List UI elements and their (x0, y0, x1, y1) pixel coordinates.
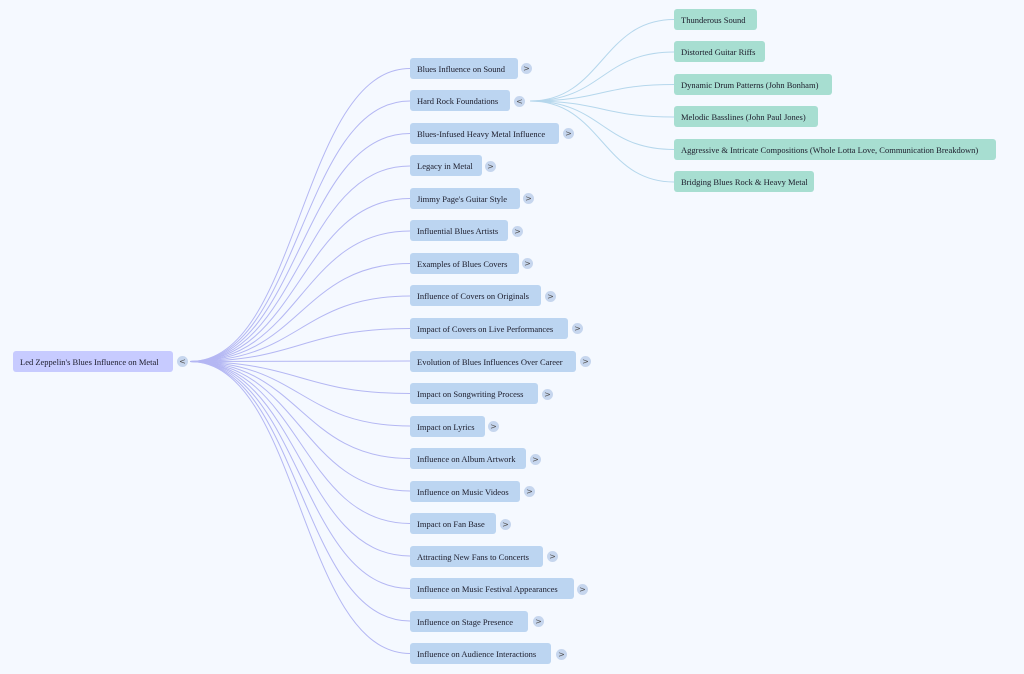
leaf-label: Bridging Blues Rock & Heavy Metal (681, 176, 808, 187)
leaf-link (529, 51, 675, 102)
branch-label: Influential Blues Artists (417, 225, 499, 236)
branch-node-attracting-new-fans-to-concerts[interactable]: Attracting New Fans to Concerts (410, 546, 543, 567)
branch-label: Influence on Stage Presence (417, 616, 514, 627)
root-link (189, 133, 411, 362)
root-link (189, 361, 411, 394)
root-link (189, 361, 411, 524)
leaf-node-dynamic-drum-patterns[interactable]: Dynamic Drum Patterns (John Bonham) (674, 74, 832, 95)
branch-node-blues-influence-on-sound[interactable]: Blues Influence on Sound (410, 58, 518, 79)
root-collapse-toggle[interactable]: < (177, 356, 188, 367)
branch-node-impact-of-covers-on-live-performances[interactable]: Impact of Covers on Live Performances (410, 318, 568, 339)
branch-node-blues-infused-heavy-metal-influence[interactable]: Blues-Infused Heavy Metal Influence (410, 123, 559, 144)
expand-toggle[interactable]: > (530, 454, 541, 465)
branch-label: Impact on Songwriting Process (417, 388, 524, 399)
branch-label: Influence on Album Artwork (417, 453, 516, 464)
branch-node-influence-on-stage-presence[interactable]: Influence on Stage Presence (410, 611, 528, 632)
branch-node-influential-blues-artists[interactable]: Influential Blues Artists (410, 220, 508, 241)
branch-label: Impact on Fan Base (417, 518, 485, 529)
branch-node-examples-of-blues-covers[interactable]: Examples of Blues Covers (410, 253, 519, 274)
root-link (189, 361, 411, 427)
branch-node-evolution-of-blues-influences-over-career[interactable]: Evolution of Blues Influences Over Caree… (410, 351, 576, 372)
root-link (189, 263, 411, 362)
leaf-label: Thunderous Sound (681, 14, 746, 25)
expand-toggle[interactable]: > (521, 63, 532, 74)
root-link (189, 361, 411, 557)
root-link (189, 230, 411, 362)
root-link (189, 361, 411, 622)
root-link (189, 165, 411, 362)
branch-label: Influence on Audience Interactions (417, 648, 537, 659)
root-node[interactable]: Led Zeppelin's Blues Influence on Metal (13, 351, 173, 372)
expand-toggle[interactable]: > (523, 193, 534, 204)
root-link (189, 361, 411, 589)
root-label: Led Zeppelin's Blues Influence on Metal (20, 356, 159, 367)
expand-toggle[interactable]: > (533, 616, 544, 627)
branch-label: Blues Influence on Sound (417, 63, 506, 74)
branch-label: Influence of Covers on Originals (417, 290, 529, 301)
expand-toggle[interactable]: > (524, 486, 535, 497)
branch-label: Influence on Music Videos (417, 486, 509, 497)
branch-label: Jimmy Page's Guitar Style (417, 193, 508, 204)
expand-toggle[interactable]: > (580, 356, 591, 367)
leaf-link (529, 84, 675, 102)
leaf-link (529, 100, 675, 183)
branch-label: Examples of Blues Covers (417, 258, 508, 269)
branch-label: Blues-Infused Heavy Metal Influence (417, 128, 546, 139)
expand-toggle[interactable]: > (485, 161, 496, 172)
branch-node-impact-on-lyrics[interactable]: Impact on Lyrics (410, 416, 485, 437)
branch-node-influence-on-album-artwork[interactable]: Influence on Album Artwork (410, 448, 526, 469)
branch-node-influence-on-music-videos[interactable]: Influence on Music Videos (410, 481, 520, 502)
expand-toggle[interactable]: > (545, 291, 556, 302)
root-link (189, 361, 411, 459)
branch-node-influence-on-music-festival-appearances[interactable]: Influence on Music Festival Appearances (410, 578, 574, 599)
branch-label: Hard Rock Foundations (417, 95, 499, 106)
branch-label: Legacy in Metal (417, 160, 473, 171)
expand-toggle[interactable]: > (542, 389, 553, 400)
branch-label: Impact of Covers on Live Performances (417, 323, 554, 334)
expand-toggle[interactable]: > (547, 551, 558, 562)
expand-toggle[interactable]: > (500, 519, 511, 530)
expand-toggle[interactable]: > (577, 584, 588, 595)
leaf-node-bridging-blues-rock-heavy-metal[interactable]: Bridging Blues Rock & Heavy Metal (674, 171, 814, 192)
root-link (189, 295, 411, 362)
root-link (189, 100, 411, 362)
expand-toggle[interactable]: > (556, 649, 567, 660)
leaf-label: Distorted Guitar Riffs (681, 46, 756, 57)
leaf-label: Melodic Basslines (John Paul Jones) (681, 111, 806, 122)
expand-toggle[interactable]: > (522, 258, 533, 269)
leaf-link (529, 100, 675, 150)
branch-node-impact-on-songwriting-process[interactable]: Impact on Songwriting Process (410, 383, 538, 404)
leaf-node-melodic-basslines[interactable]: Melodic Basslines (John Paul Jones) (674, 106, 818, 127)
branch-node-hard-rock-foundations[interactable]: Hard Rock Foundations (410, 90, 510, 111)
leaf-label: Dynamic Drum Patterns (John Bonham) (681, 79, 819, 90)
expand-toggle[interactable]: > (563, 128, 574, 139)
leaf-node-aggressive-intricate-compositions[interactable]: Aggressive & Intricate Compositions (Who… (674, 139, 996, 160)
leaf-node-distorted-guitar-riffs[interactable]: Distorted Guitar Riffs (674, 41, 765, 62)
expand-toggle[interactable]: > (512, 226, 523, 237)
branch-node-jimmy-pages-guitar-style[interactable]: Jimmy Page's Guitar Style (410, 188, 520, 209)
root-link (189, 68, 411, 362)
branch-node-legacy-in-metal[interactable]: Legacy in Metal (410, 155, 482, 176)
branch-node-influence-of-covers-on-originals[interactable]: Influence of Covers on Originals (410, 285, 541, 306)
leaf-link (529, 100, 675, 118)
branch-label: Attracting New Fans to Concerts (417, 551, 529, 562)
leaf-node-thunderous-sound[interactable]: Thunderous Sound (674, 9, 757, 30)
expand-toggle[interactable]: > (572, 323, 583, 334)
leaf-link (529, 19, 675, 102)
branch-node-impact-on-fan-base[interactable]: Impact on Fan Base (410, 513, 496, 534)
root-link (189, 361, 411, 492)
branch-label: Influence on Music Festival Appearances (417, 583, 558, 594)
leaf-label: Aggressive & Intricate Compositions (Who… (681, 144, 979, 155)
root-link (189, 198, 411, 362)
root-link (189, 328, 411, 362)
root-link (189, 360, 411, 362)
root-link (189, 361, 411, 654)
branch-label: Evolution of Blues Influences Over Caree… (417, 356, 563, 367)
branch-label: Impact on Lyrics (417, 421, 475, 432)
branch-node-influence-on-audience-interactions[interactable]: Influence on Audience Interactions (410, 643, 551, 664)
expand-toggle[interactable]: > (488, 421, 499, 432)
collapse-toggle[interactable]: < (514, 96, 525, 107)
